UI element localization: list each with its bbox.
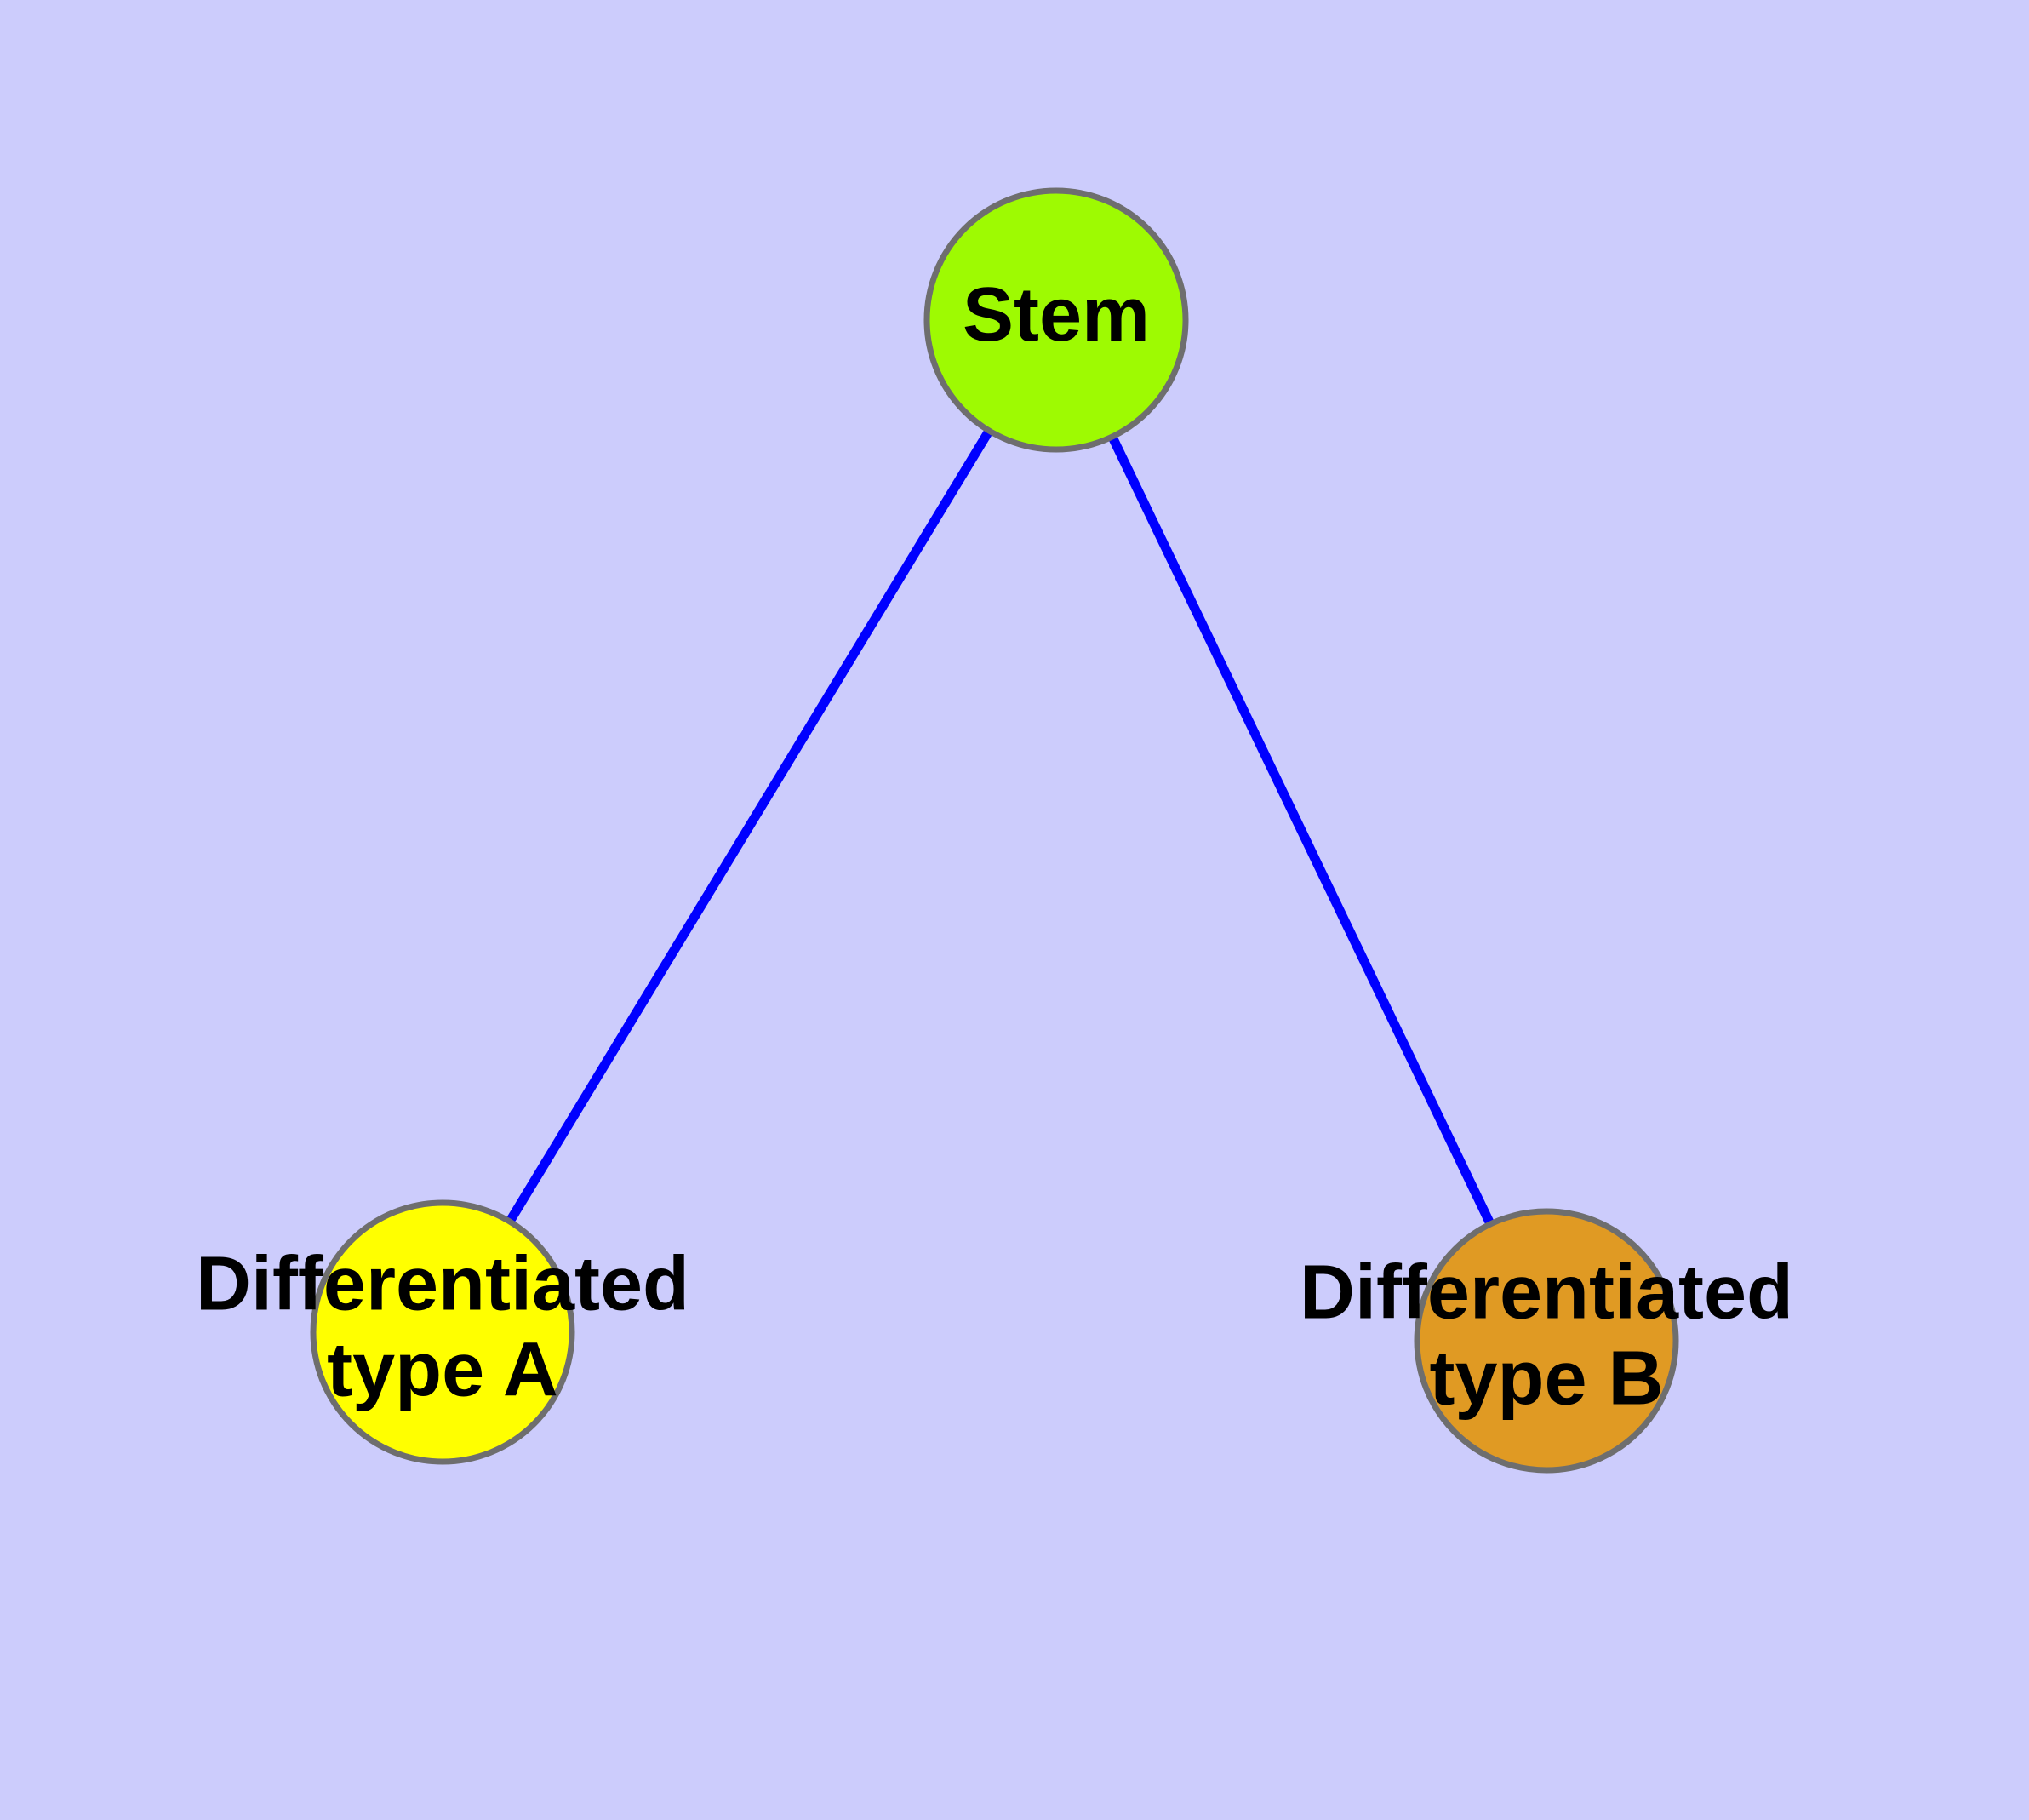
- graph-node-diff-b[interactable]: [1414, 1208, 1679, 1474]
- graph-edge-stem-to-diff-b[interactable]: [1052, 318, 1551, 1343]
- label-line: Differentiated: [196, 1241, 689, 1326]
- label-line: Differentiated: [1300, 1250, 1793, 1335]
- edges-layer: [438, 318, 1551, 1343]
- nodes-layer: [310, 187, 1679, 1474]
- label-line: type B: [1429, 1336, 1663, 1421]
- label-line: type A: [327, 1327, 558, 1412]
- graph-node-stem[interactable]: [923, 187, 1189, 453]
- graph-node-label-stem: Stem: [963, 272, 1150, 358]
- graph-edge-stem-to-diff-a[interactable]: [438, 318, 1060, 1335]
- label-line: Stem: [963, 272, 1150, 358]
- graph-node-diff-a[interactable]: [310, 1199, 575, 1465]
